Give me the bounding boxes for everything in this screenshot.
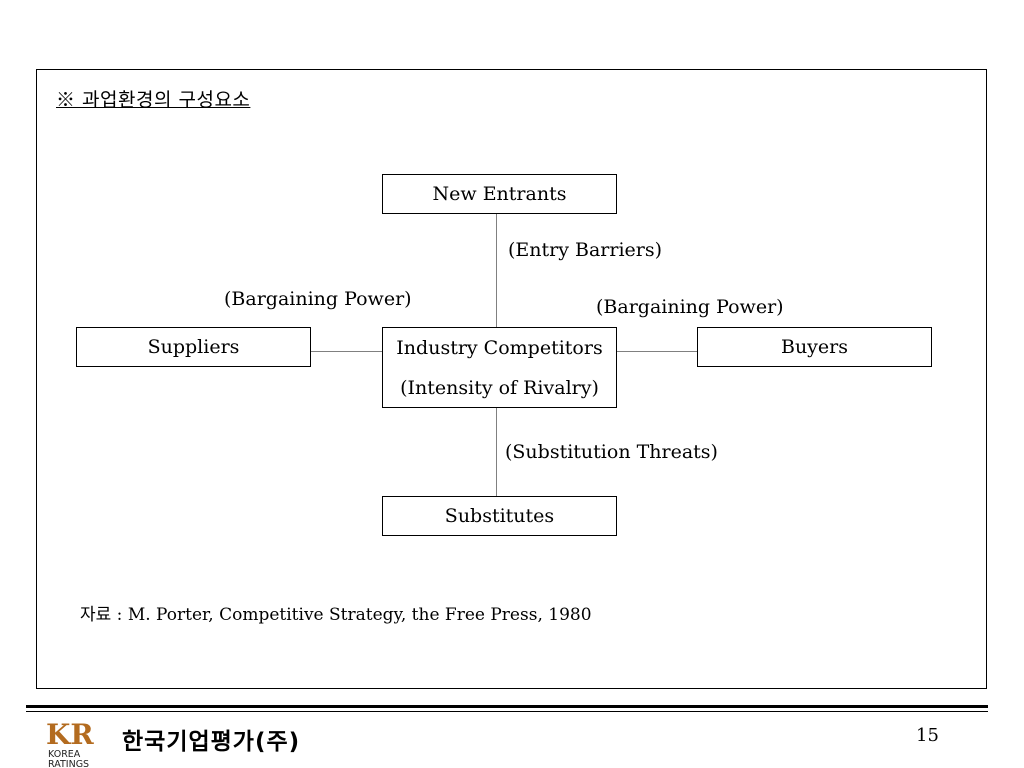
logo-mark: KR [46, 718, 94, 751]
connector-competitors-buyers [616, 351, 697, 352]
footer-rule-thick [26, 705, 988, 708]
slide-frame [36, 69, 987, 689]
source-citation: 자료 : M. Porter, Competitive Strategy, th… [80, 605, 592, 625]
node-suppliers: Suppliers [76, 327, 311, 367]
node-buyers: Buyers [697, 327, 932, 367]
node-new-entrants: New Entrants [382, 174, 617, 214]
korea-ratings-logo: KR KOREA RATINGS [46, 718, 94, 768]
slide-title: ※ 과업환경의 구성요소 [56, 89, 251, 111]
connector-suppliers-competitors [310, 351, 383, 352]
logo-korea-text: KOREA [48, 749, 81, 760]
connector-entrants-competitors [496, 213, 497, 328]
label-entry-barriers: (Entry Barriers) [508, 239, 663, 261]
label-buyer-bargaining-power: (Bargaining Power) [596, 296, 784, 318]
connector-competitors-substitutes [496, 407, 497, 497]
logo-ratings-text: RATINGS [48, 759, 89, 768]
node-substitutes: Substitutes [382, 496, 617, 536]
company-name: 한국기업평가(주) [122, 729, 301, 755]
page-number: 15 [916, 725, 939, 746]
label-substitution-threats: (Substitution Threats) [505, 441, 718, 463]
node-competitors-line1: Industry Competitors [396, 337, 603, 359]
node-industry-competitors: Industry Competitors (Intensity of Rival… [382, 327, 617, 408]
label-supplier-bargaining-power: (Bargaining Power) [224, 288, 412, 310]
node-competitors-line2: (Intensity of Rivalry) [400, 377, 599, 399]
footer-rule-thin [26, 711, 988, 712]
